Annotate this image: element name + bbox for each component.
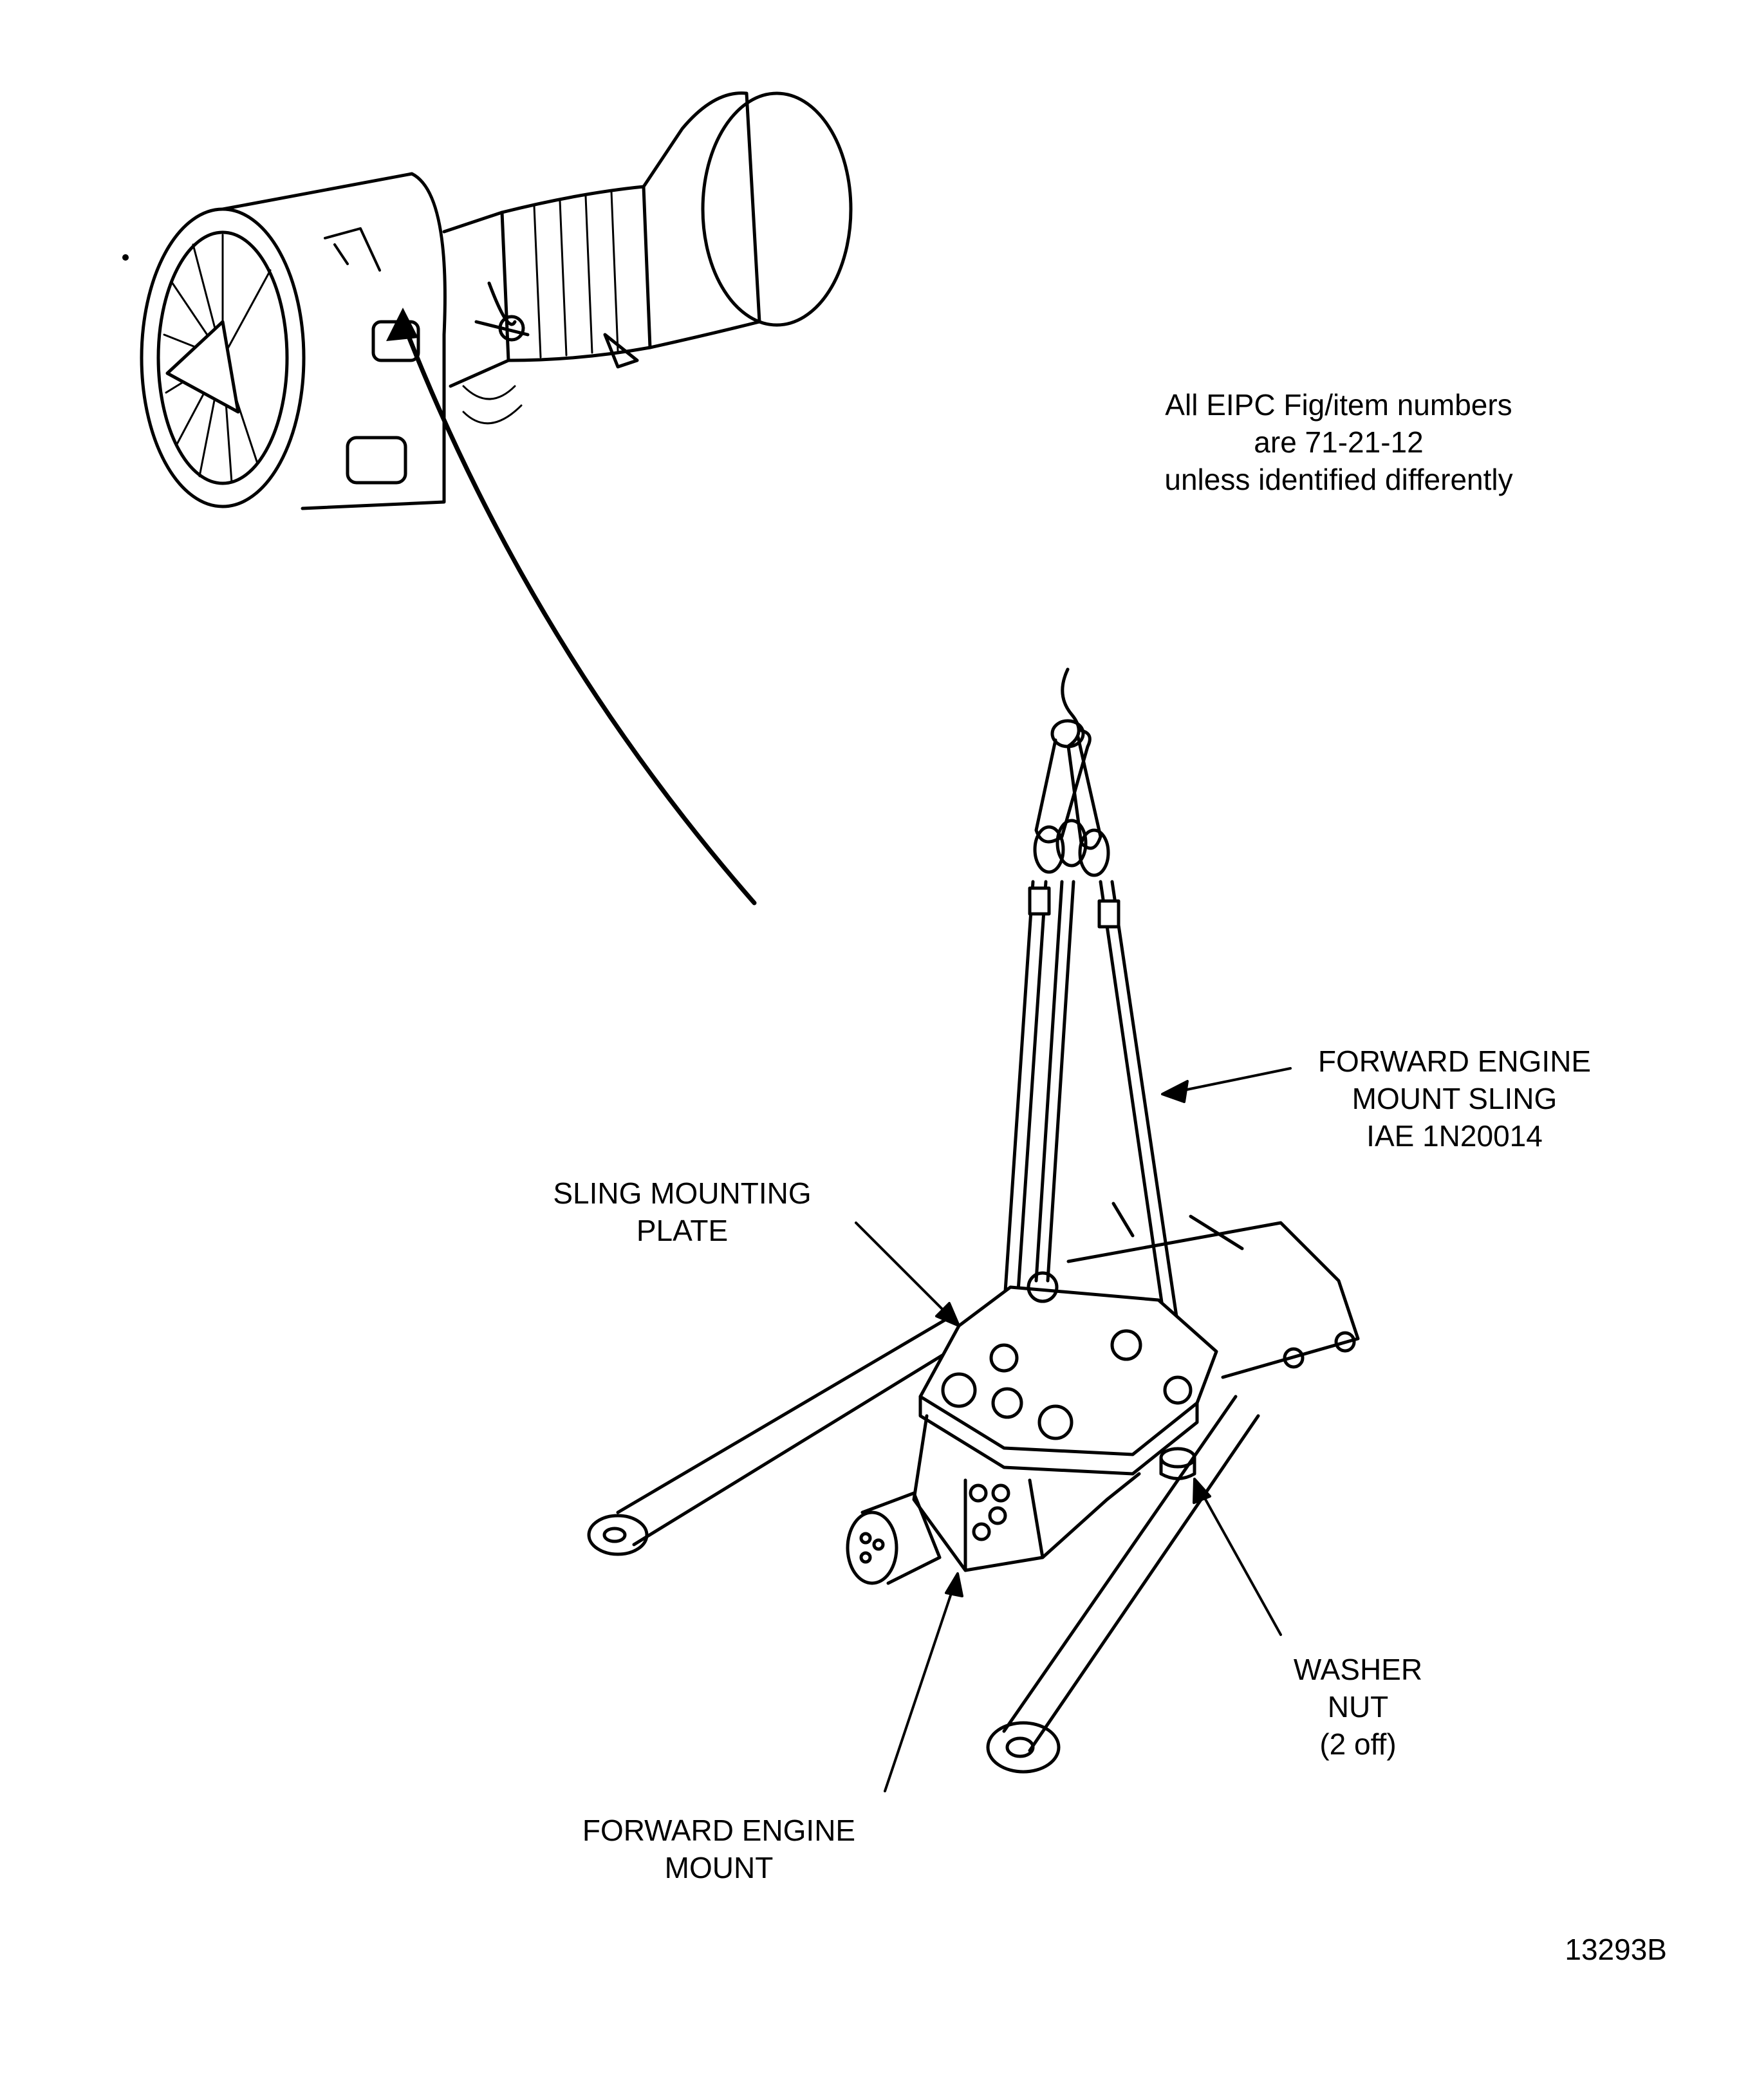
label-forward-engine-mount: FORWARD ENGINE MOUNT: [558, 1812, 880, 1886]
figure-number: 13293B: [1565, 1933, 1667, 1966]
leader-lines: [855, 1067, 1292, 1792]
label-line: FORWARD ENGINE: [1317, 1045, 1592, 1078]
note-line-2: are 71-21-12: [1254, 425, 1424, 459]
label-line: MOUNT SLING: [1352, 1082, 1557, 1115]
detail-arrow: [400, 319, 757, 906]
note-line-3: unless identified differently: [1164, 463, 1513, 496]
eipc-note: All EIPC Fig/item numbers are 71-21-12 u…: [1120, 386, 1557, 498]
label-forward-engine-mount-sling: FORWARD ENGINE MOUNT SLING IAE 1N20014: [1294, 1043, 1615, 1155]
label-line: PLATE: [636, 1214, 729, 1247]
label-line: NUT: [1327, 1690, 1389, 1724]
label-sling-mounting-plate: SLING MOUNTING PLATE: [521, 1175, 843, 1249]
label-line: WASHER: [1293, 1653, 1423, 1686]
label-line: IAE 1N20014: [1366, 1119, 1543, 1153]
label-washer-nut: WASHER NUT (2 off): [1229, 1651, 1487, 1763]
note-line-1: All EIPC Fig/item numbers: [1165, 388, 1512, 422]
label-line: SLING MOUNTING: [553, 1176, 812, 1210]
engine-illustration: [140, 91, 853, 510]
sling-illustration: [587, 667, 1360, 1774]
label-line: (2 off): [1319, 1727, 1397, 1761]
label-line: FORWARD ENGINE: [582, 1814, 856, 1847]
label-line: MOUNT: [664, 1851, 774, 1884]
